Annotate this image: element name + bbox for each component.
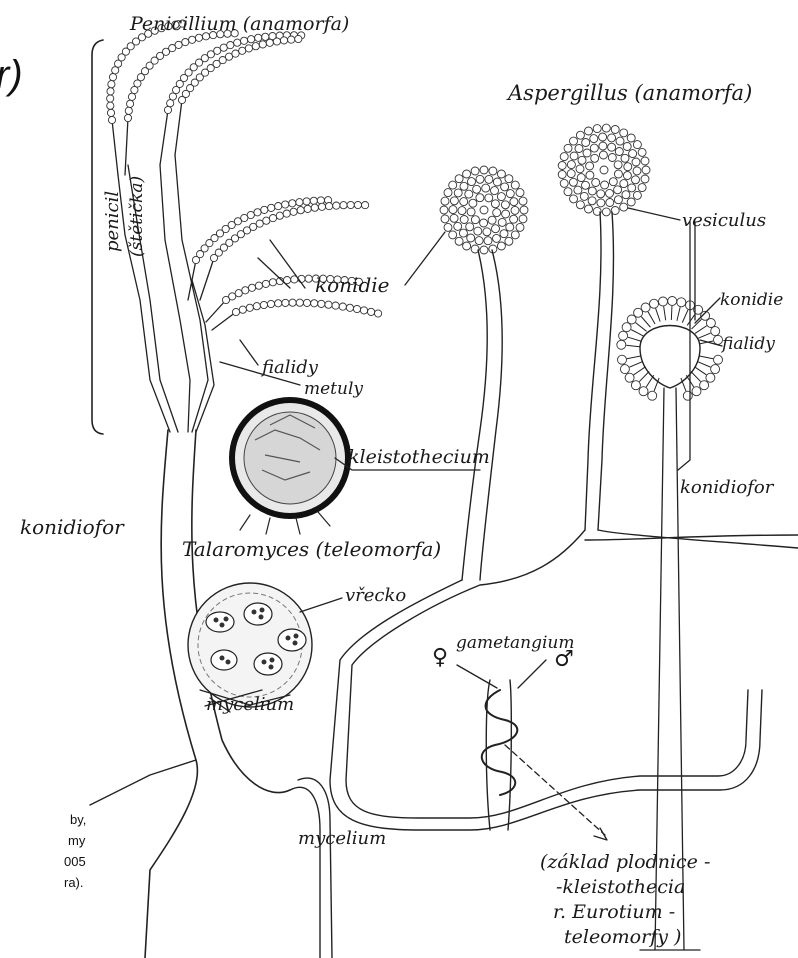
label-steticka: (štětička) — [127, 176, 147, 257]
ascocarp-section — [188, 583, 312, 712]
female-symbol: ♀ — [432, 645, 448, 670]
label-konidie-left: konidie — [315, 273, 389, 297]
credit-line-2: my — [68, 833, 86, 848]
label-konidiofor-right: konidiofor — [680, 477, 775, 498]
credit-line-3: 005 — [64, 854, 86, 869]
aspergillus-stalk-2 — [585, 212, 613, 530]
label-kleistothecium: kleistothecium — [348, 446, 490, 468]
aspergillus-stalk-1 — [462, 250, 502, 580]
labels: Penicillium (anamorfa) Aspergillus (anam… — [20, 13, 783, 948]
label-fialidy-right: fialidy — [720, 334, 775, 354]
label-mycelium-bottom: mycelium — [298, 828, 386, 849]
label-zaklad-1: (základ plodnice - — [540, 851, 710, 873]
gametangium-hypha — [486, 680, 511, 830]
label-fialidy-left: fialidy — [260, 357, 319, 378]
label-aspergillus: Aspergillus (anamorfa) — [506, 81, 752, 105]
label-penicillium: Penicillium (anamorfa) — [129, 13, 349, 35]
label-zaklad-3: r. Eurotium - — [553, 901, 675, 923]
label-zaklad-4: teleomorfy ) — [564, 926, 681, 948]
label-vesiculus: vesiculus — [682, 210, 766, 231]
label-konidiofor-left: konidiofor — [20, 515, 125, 539]
credit-line-4: ra). — [64, 875, 84, 890]
label-vrecko: vřecko — [345, 585, 406, 606]
aspergillus-head-2 — [558, 124, 650, 216]
label-mycelium-small: mycelium — [206, 694, 294, 715]
credit-line-1: by, — [70, 812, 86, 827]
label-talaromyces: Talaromyces (teleomorfa) — [182, 537, 441, 561]
male-symbol: ♂ — [554, 647, 574, 672]
label-zaklad-2: -kleistothecia — [556, 876, 685, 898]
aspergillus-mycelium — [330, 530, 798, 830]
kleistothecium-sphere — [232, 400, 348, 534]
credit-text: by, my 005 ra). — [64, 812, 86, 890]
label-konidie-right: konidie — [720, 290, 783, 310]
label-penicil: penicil — [102, 191, 123, 252]
penicillium-mycelium — [90, 760, 332, 958]
title-fragment: r) — [0, 53, 23, 97]
aspergillus-head-1 — [440, 166, 528, 254]
label-metuly: metuly — [304, 379, 363, 399]
